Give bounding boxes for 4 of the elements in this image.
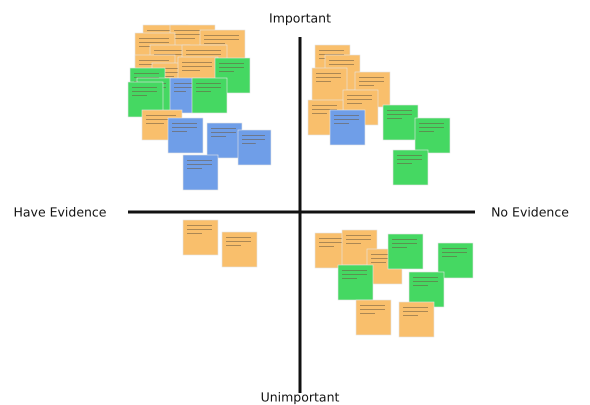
axis-label: Important — [269, 10, 331, 26]
axis-label: Unimportant — [260, 390, 340, 404]
axis-label: No Evidence — [491, 204, 569, 220]
axis-label: Have Evidence — [14, 204, 106, 220]
